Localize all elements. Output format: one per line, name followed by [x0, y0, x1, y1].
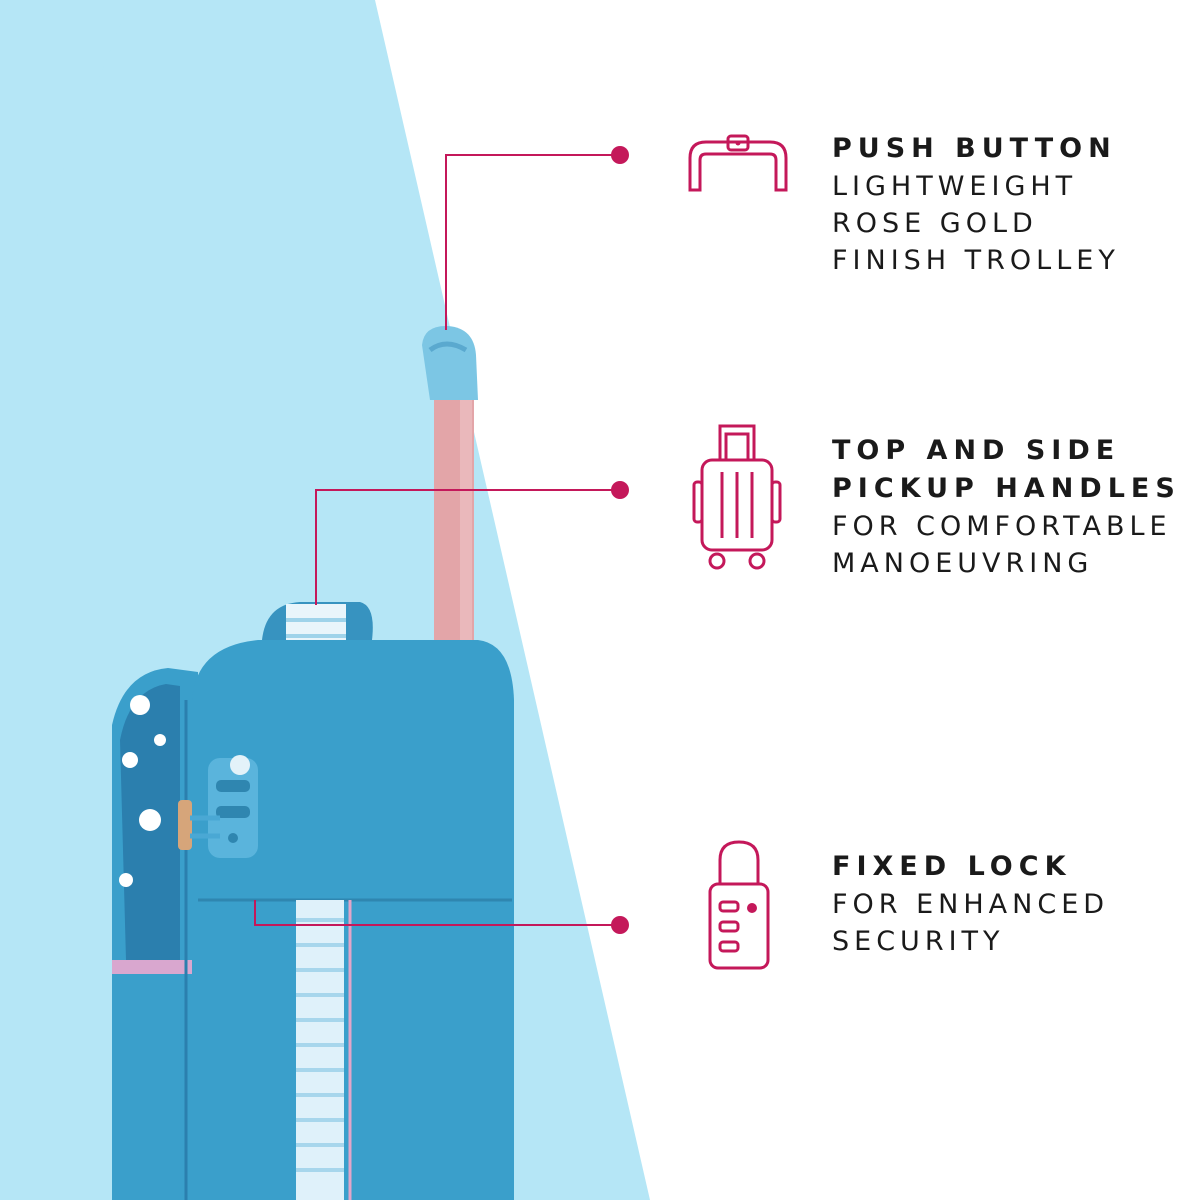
feature-subtitle: FINISH TROLLEY: [832, 245, 1120, 276]
suitcase-body: [192, 640, 514, 1200]
feature-handles: TOP AND SIDE PICKUP HANDLES FOR COMFORTA…: [832, 432, 1181, 582]
feature-lock: FIXED LOCK FOR ENHANCED SECURITY: [832, 848, 1109, 960]
callout-dot-handles: [611, 481, 629, 499]
feature-subtitle: FOR ENHANCED: [832, 889, 1110, 920]
callout-line-lock: [254, 900, 620, 926]
feature-subtitle: SECURITY: [832, 926, 1005, 957]
trolley-handle-icon: [688, 134, 788, 192]
feature-subtitle: MANOEUVRING: [832, 548, 1094, 579]
feature-subtitle: LIGHTWEIGHT: [832, 171, 1078, 202]
lace-strip: [296, 900, 344, 1200]
feature-title: PUSH BUTTON: [832, 133, 1117, 164]
feature-title: TOP AND SIDE: [832, 435, 1121, 466]
callout-line-trolley: [445, 154, 620, 330]
feature-trolley: PUSH BUTTON LIGHTWEIGHT ROSE GOLD FINISH…: [832, 130, 1120, 279]
feature-title: PICKUP HANDLES: [832, 473, 1181, 504]
trolley-grip: [422, 325, 478, 400]
callout-line-handles: [315, 489, 620, 605]
feature-subtitle: FOR COMFORTABLE: [832, 511, 1172, 542]
feature-title: FIXED LOCK: [832, 851, 1072, 882]
feature-subtitle: ROSE GOLD: [832, 208, 1038, 239]
callout-dot-lock: [611, 916, 629, 934]
luggage-lock-icon: [708, 840, 770, 970]
suitcase-icon: [692, 424, 782, 570]
callout-dot-trolley: [611, 146, 629, 164]
